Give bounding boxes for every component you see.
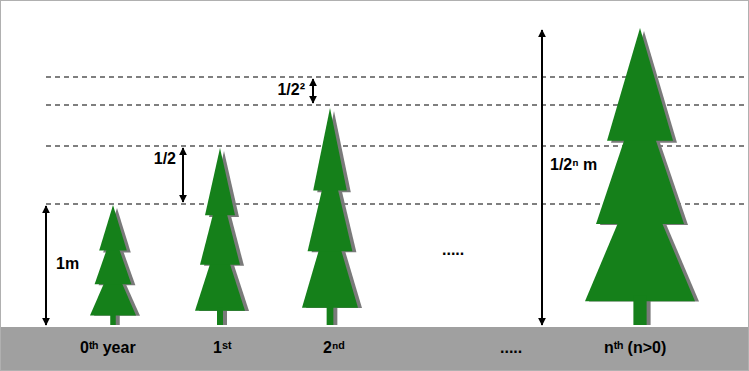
- dimension-arrows: [46, 30, 542, 325]
- ellipsis: .....: [442, 240, 464, 259]
- dimension-label: 1/2: [154, 149, 176, 168]
- dimension-label: 1/2ⁿ m: [550, 155, 597, 174]
- year-label: nᵗʰ (n>0): [604, 338, 666, 357]
- year-label: 0ᵗʰ year: [80, 338, 136, 357]
- dimension-label: 1/2²: [277, 80, 305, 99]
- dimension-label: 1m: [56, 254, 79, 273]
- trees: [90, 28, 695, 325]
- year-label: 2ⁿᵈ: [323, 338, 345, 357]
- year-label: 1ˢᵗ: [213, 338, 231, 357]
- ellipsis: .....: [500, 338, 522, 357]
- ground: [0, 327, 749, 371]
